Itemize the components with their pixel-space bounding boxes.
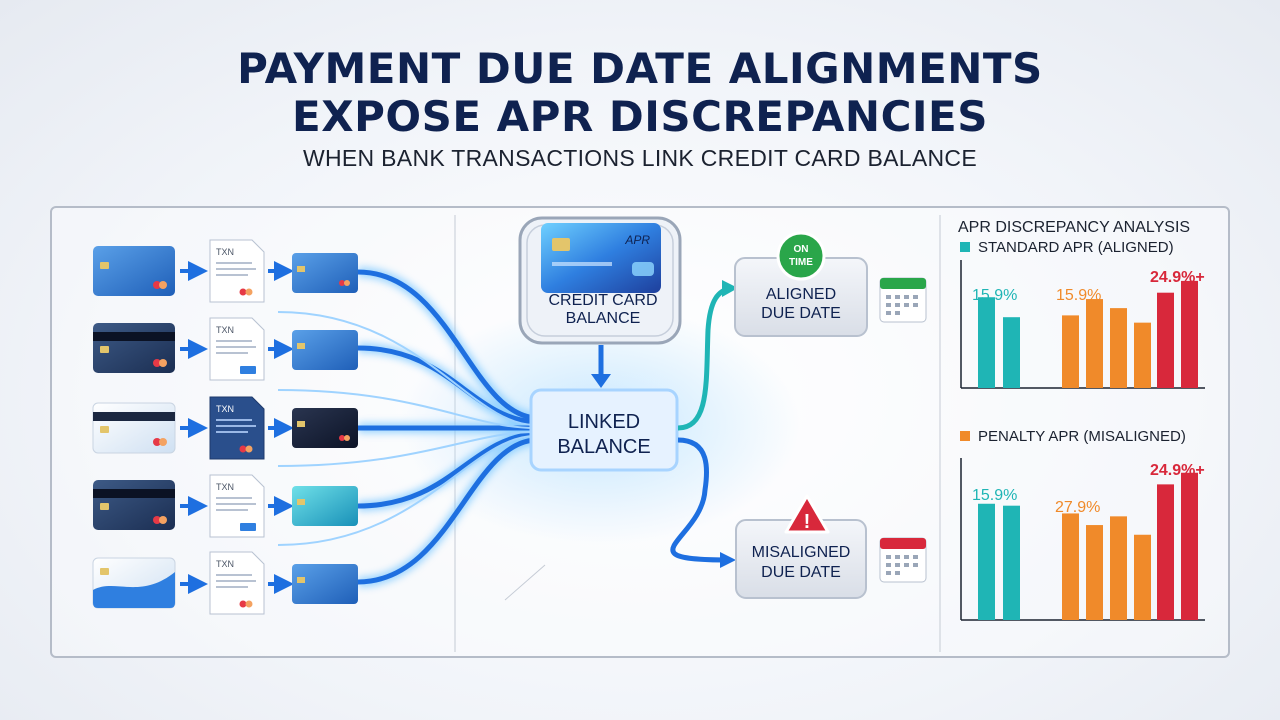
bar [978, 503, 995, 620]
bar [1110, 516, 1127, 620]
misaligned-due-date-panel: ! MISALIGNED DUE DATE [735, 494, 867, 599]
small-card-icon [292, 564, 358, 604]
svg-text:DUE DATE: DUE DATE [761, 564, 841, 581]
legend-swatch-penalty [960, 431, 970, 441]
svg-text:LINKED: LINKED [568, 411, 640, 433]
legend-standard: STANDARD APR (ALIGNED) [978, 239, 1174, 256]
linked-balance-panel: LINKED BALANCE [529, 388, 679, 472]
page-title-line1: PAYMENT DUE DATE ALIGNMENTS [237, 44, 1043, 93]
bar [978, 297, 995, 388]
label-penalty-left: 15.9% [972, 487, 1017, 504]
txn-document-icon [209, 239, 265, 303]
calendar-icon [879, 277, 927, 323]
flow-lines [277, 269, 536, 585]
bar [1134, 322, 1151, 388]
aligned-due-date-panel: ON TIME ALIGNED DUE DATE [734, 231, 868, 337]
svg-text:TXN: TXN [216, 559, 234, 569]
svg-text:DUE DATE: DUE DATE [761, 305, 841, 322]
svg-text:TIME: TIME [789, 257, 813, 268]
bar [1157, 484, 1174, 620]
txn-document-icon [209, 551, 265, 615]
on-time-badge [776, 231, 826, 281]
svg-text:CREDIT CARD: CREDIT CARD [548, 292, 657, 309]
calendar-icon [879, 537, 927, 583]
bar [1134, 534, 1151, 620]
bar [1181, 472, 1198, 620]
small-card-icon [292, 486, 358, 526]
bar [1086, 525, 1103, 620]
bank-row-4: TXN [93, 474, 358, 538]
bar [1086, 299, 1103, 388]
bar [1181, 280, 1198, 388]
txn-document-icon [209, 474, 265, 538]
bank-row-1: TXN [93, 239, 358, 303]
legend-penalty: PENALTY APR (MISALIGNED) [978, 428, 1186, 445]
credit-card-balance-panel: APR CREDIT CARD BALANCE [518, 216, 682, 345]
svg-text:TXN: TXN [216, 404, 234, 414]
bars-standard [978, 280, 1198, 388]
misaligned-arrow-head [720, 552, 736, 568]
aligned-arrow-head [722, 280, 738, 297]
svg-text:TXN: TXN [216, 325, 234, 335]
misaligned-path [670, 437, 731, 563]
bank-row-2: TXN [93, 317, 358, 381]
small-card-icon [292, 330, 358, 370]
bars-penalty [978, 472, 1198, 620]
svg-text:!: ! [804, 511, 811, 533]
svg-text:APR: APR [624, 233, 650, 247]
page-title-line2: EXPOSE APR DISCREPANCIES [292, 92, 988, 141]
svg-text:MISALIGNED: MISALIGNED [752, 544, 851, 561]
credit-card-icon [541, 223, 661, 293]
page-subtitle: WHEN BANK TRANSACTIONS LINK CREDIT CARD … [303, 145, 977, 171]
txn-document-icon [209, 317, 265, 381]
svg-text:TXN: TXN [216, 247, 234, 257]
bar [1003, 317, 1020, 388]
svg-text:BALANCE: BALANCE [557, 436, 650, 458]
svg-text:BALANCE: BALANCE [566, 310, 641, 327]
svg-text:ON: ON [794, 244, 809, 255]
bar [1003, 505, 1020, 620]
aligned-path [677, 285, 733, 431]
analysis-title: APR DISCREPANCY ANALYSIS [958, 219, 1190, 236]
small-card-icon [292, 408, 358, 448]
txn-document-icon [209, 396, 265, 460]
small-card-icon [292, 253, 358, 293]
bar [1062, 315, 1079, 388]
down-arrow-head [591, 374, 611, 388]
bank-row-5: TXN [92, 551, 358, 615]
legend-swatch-standard [960, 242, 970, 252]
warning-icon [784, 494, 830, 534]
bar [1157, 292, 1174, 388]
bar [1110, 308, 1127, 388]
svg-text:TXN: TXN [216, 482, 234, 492]
svg-text:ALIGNED: ALIGNED [766, 286, 836, 303]
bank-row-3: TXN [92, 396, 358, 460]
bar [1062, 513, 1079, 620]
decor-line [504, 564, 546, 601]
label-penalty-mid: 27.9% [1055, 499, 1100, 516]
